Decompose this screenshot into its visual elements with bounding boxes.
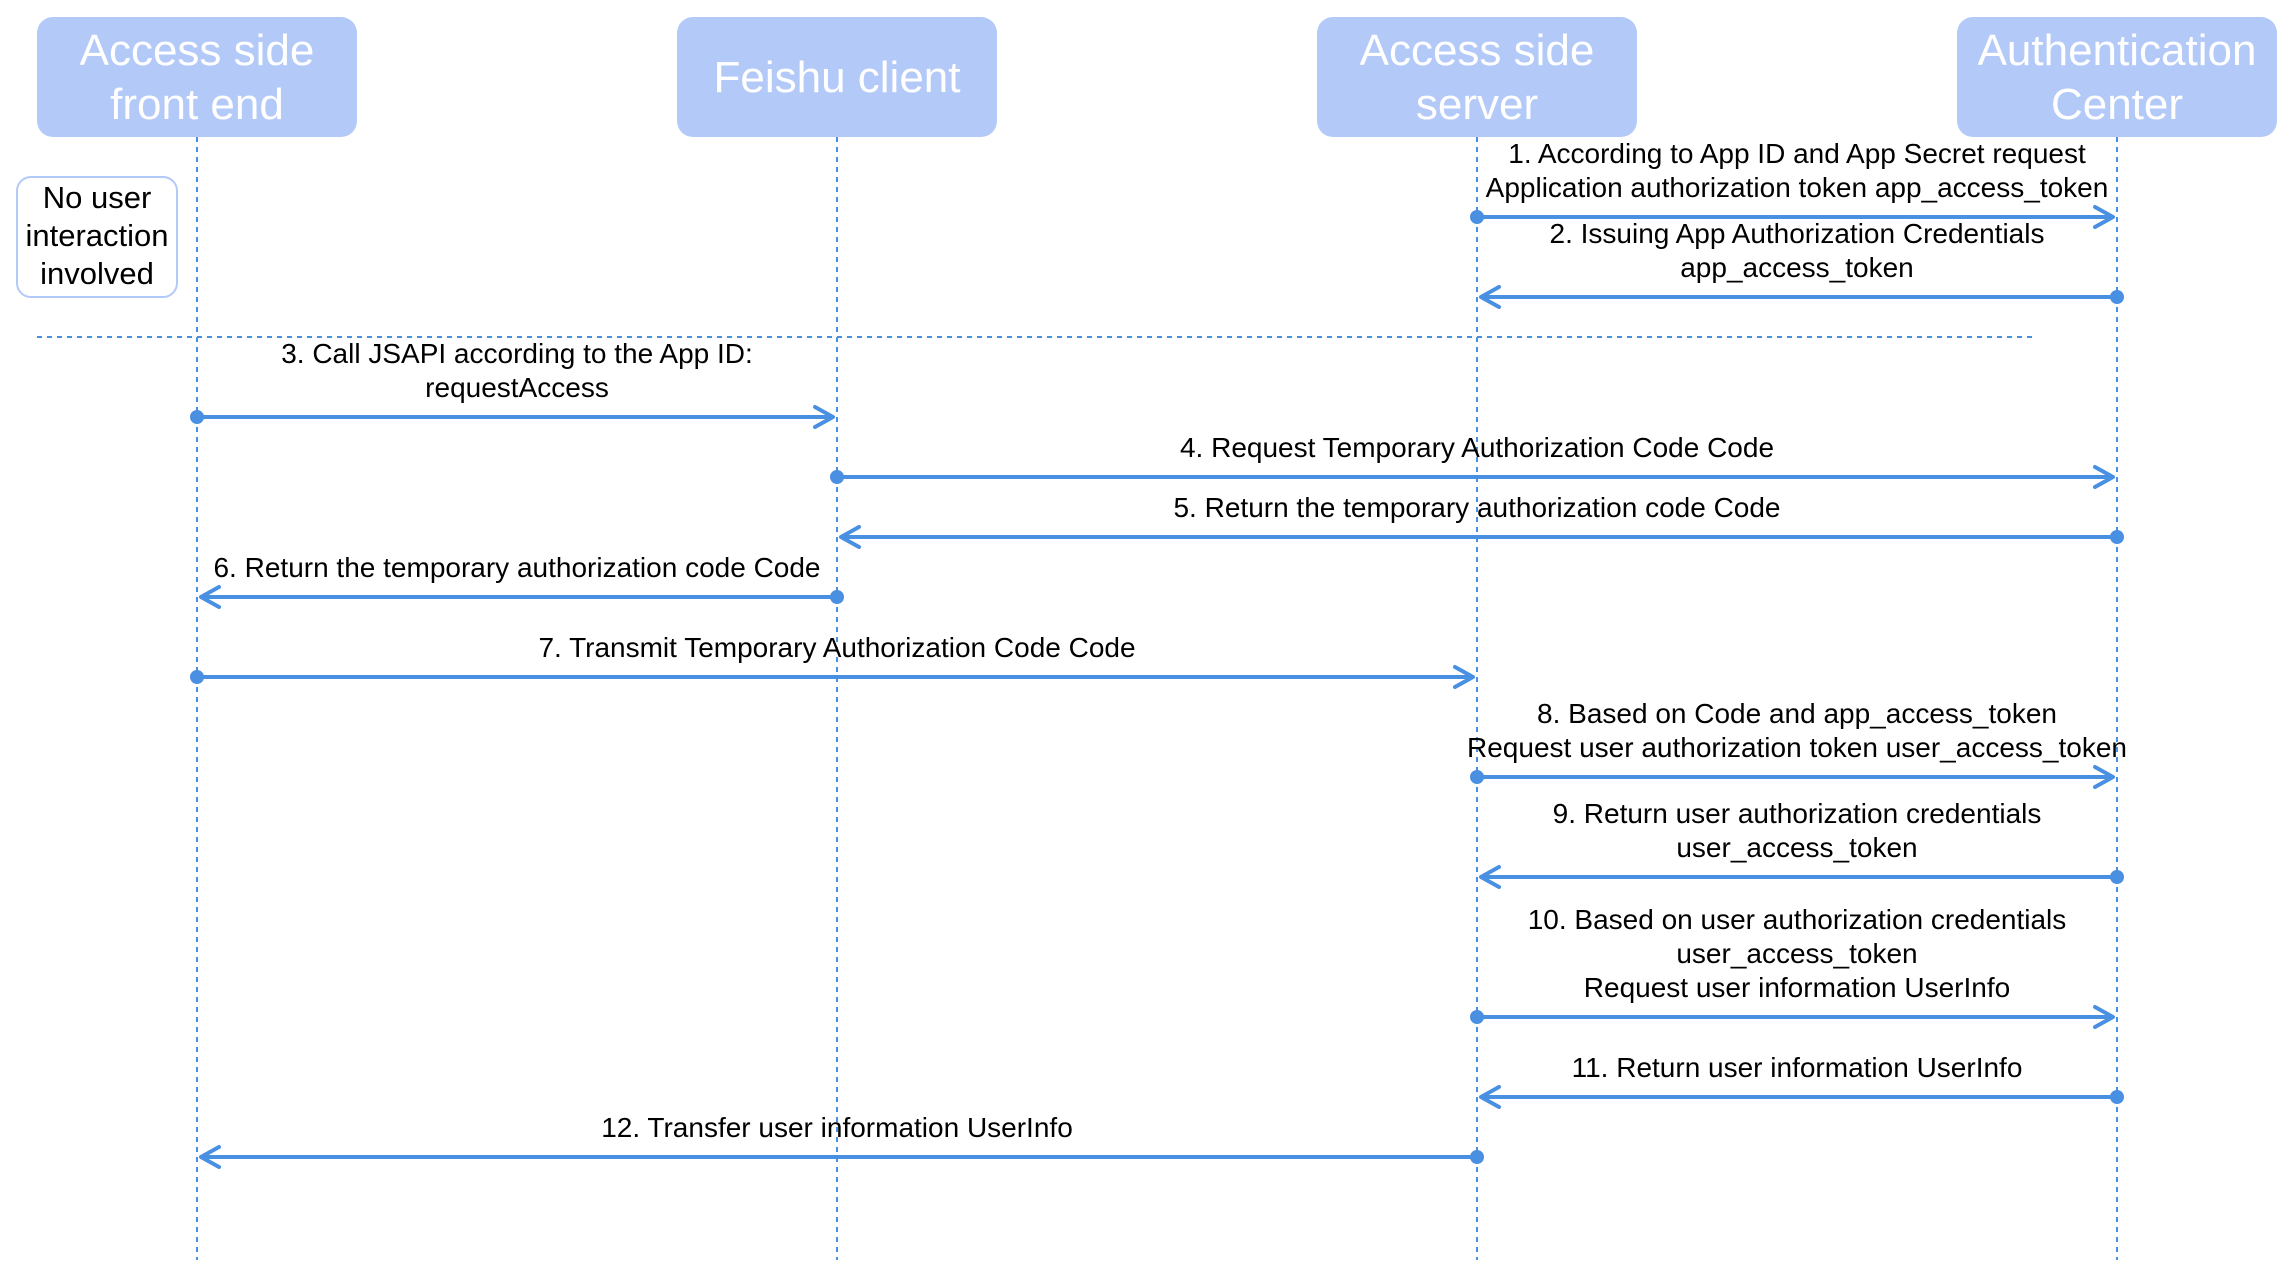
message-5: 5. Return the temporary authorization co… xyxy=(839,492,2124,549)
participant-box xyxy=(677,17,997,137)
message-origin-dot xyxy=(2110,290,2124,304)
message-4: 4. Request Temporary Authorization Code … xyxy=(830,432,2115,489)
note-label: No user xyxy=(43,180,152,215)
message-label: user_access_token xyxy=(1676,832,1917,863)
message-origin-dot xyxy=(830,590,844,604)
arrowhead-icon xyxy=(1453,665,1475,689)
message-10: 10. Based on user authorization credenti… xyxy=(1470,904,2115,1029)
message-label: 7. Transmit Temporary Authorization Code… xyxy=(538,632,1135,663)
arrowhead-icon xyxy=(2093,205,2115,229)
message-3: 3. Call JSAPI according to the App ID:re… xyxy=(190,338,835,429)
message-origin-dot xyxy=(190,670,204,684)
message-label: 11. Return user information UserInfo xyxy=(1572,1052,2023,1083)
message-label: app_access_token xyxy=(1680,252,1914,283)
note-box xyxy=(16,176,178,298)
arrowhead-icon xyxy=(2093,765,2115,789)
message-label: Request user information UserInfo xyxy=(1584,972,2010,1003)
participant-label: Access side xyxy=(1360,26,1595,75)
message-origin-dot xyxy=(1470,1150,1484,1164)
note-label: involved xyxy=(40,256,154,291)
participant-label: front end xyxy=(110,80,284,129)
messages: 1. According to App ID and App Secret re… xyxy=(190,138,2127,1169)
participant-label: Feishu client xyxy=(713,53,960,102)
participant-label: Center xyxy=(2051,80,2183,129)
participants: Access side front end Feishu client Access … xyxy=(37,17,2277,137)
message-label: 5. Return the temporary authorization co… xyxy=(1173,492,1780,523)
participant-frontend: Access side front end xyxy=(37,17,357,137)
participant-box xyxy=(37,17,357,137)
message-9: 9. Return user authorization credentials… xyxy=(1479,798,2124,889)
participant-label: Authentication xyxy=(1978,26,2257,75)
message-label: 2. Issuing App Authorization Credentials xyxy=(1550,218,2045,249)
message-label: 1. According to App ID and App Secret re… xyxy=(1508,138,2086,169)
message-origin-dot xyxy=(2110,530,2124,544)
message-label: Application authorization token app_acce… xyxy=(1486,172,2109,203)
note-label: interaction xyxy=(25,218,168,253)
participant-label: server xyxy=(1416,80,1538,129)
arrowhead-icon xyxy=(1479,1085,1501,1109)
message-label: 4. Request Temporary Authorization Code … xyxy=(1180,432,1774,463)
arrowhead-icon xyxy=(2093,465,2115,489)
message-label: 10. Based on user authorization credenti… xyxy=(1528,904,2067,935)
arrowhead-icon xyxy=(199,585,221,609)
arrowhead-icon xyxy=(1479,285,1501,309)
arrowhead-icon xyxy=(813,405,835,429)
arrowhead-icon xyxy=(199,1145,221,1169)
message-1: 1. According to App ID and App Secret re… xyxy=(1470,138,2115,229)
message-label: requestAccess xyxy=(425,372,609,403)
message-origin-dot xyxy=(1470,210,1484,224)
message-origin-dot xyxy=(190,410,204,424)
message-origin-dot xyxy=(1470,770,1484,784)
arrowhead-icon xyxy=(1479,865,1501,889)
participant-server: Access side server xyxy=(1317,17,1637,137)
message-7: 7. Transmit Temporary Authorization Code… xyxy=(190,632,1475,689)
message-label: user_access_token xyxy=(1676,938,1917,969)
message-11: 11. Return user information UserInfo xyxy=(1479,1052,2124,1109)
participant-box xyxy=(1957,17,2277,137)
message-label: Request user authorization token user_ac… xyxy=(1467,732,2127,763)
message-label: 9. Return user authorization credentials xyxy=(1553,798,2042,829)
message-8: 8. Based on Code and app_access_tokenReq… xyxy=(1467,698,2127,789)
message-6: 6. Return the temporary authorization co… xyxy=(199,552,844,609)
lifelines xyxy=(196,137,2118,1260)
message-label: 12. Transfer user information UserInfo xyxy=(601,1112,1073,1143)
message-origin-dot xyxy=(2110,870,2124,884)
message-2: 2. Issuing App Authorization Credentials… xyxy=(1479,218,2124,309)
message-origin-dot xyxy=(2110,1090,2124,1104)
message-label: 6. Return the temporary authorization co… xyxy=(213,552,820,583)
arrowhead-icon xyxy=(2093,1005,2115,1029)
message-12: 12. Transfer user information UserInfo xyxy=(199,1112,1484,1169)
participant-label: Access side xyxy=(80,26,315,75)
message-label: 8. Based on Code and app_access_token xyxy=(1537,698,2057,729)
participant-feishu: Feishu client xyxy=(677,17,997,137)
message-origin-dot xyxy=(830,470,844,484)
message-origin-dot xyxy=(1470,1010,1484,1024)
arrowhead-icon xyxy=(839,525,861,549)
message-label: 3. Call JSAPI according to the App ID: xyxy=(281,338,753,369)
participant-box xyxy=(1317,17,1637,137)
